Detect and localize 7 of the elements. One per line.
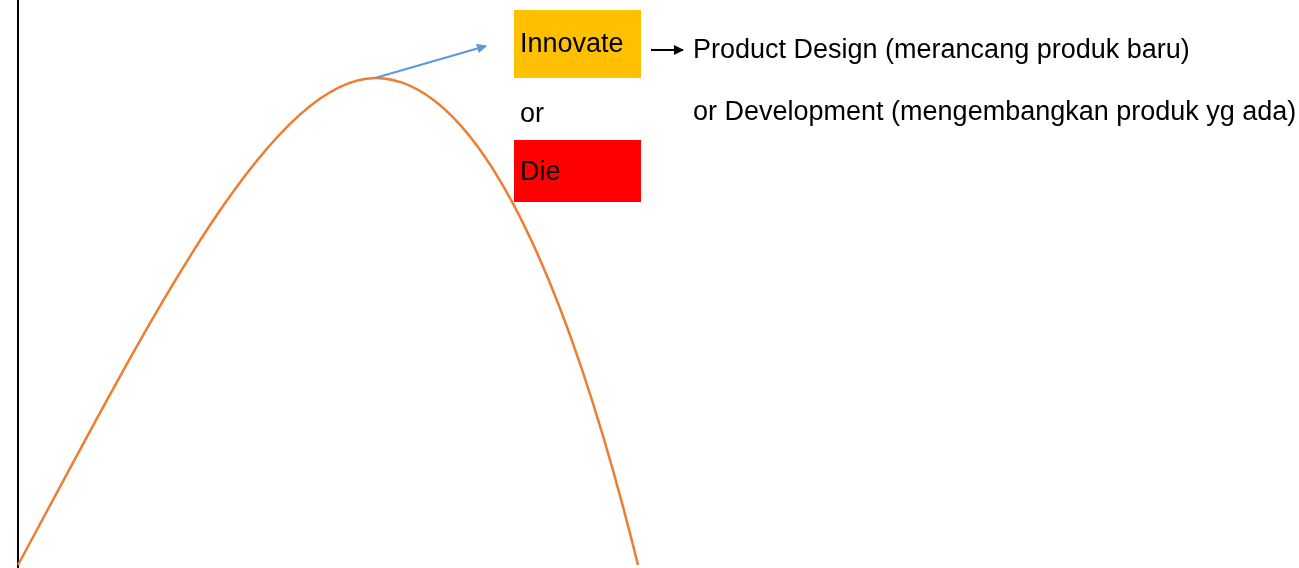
option-box: Die <box>514 140 641 202</box>
option-box: Innovate <box>514 10 641 78</box>
arrow <box>650 45 684 55</box>
description-text: or Development (mengembangkan produk yg ada) <box>693 94 1293 130</box>
option-text: or <box>514 94 554 134</box>
description-text: Product Design (merancang produk baru) <box>693 32 1253 68</box>
arrow <box>374 43 487 79</box>
